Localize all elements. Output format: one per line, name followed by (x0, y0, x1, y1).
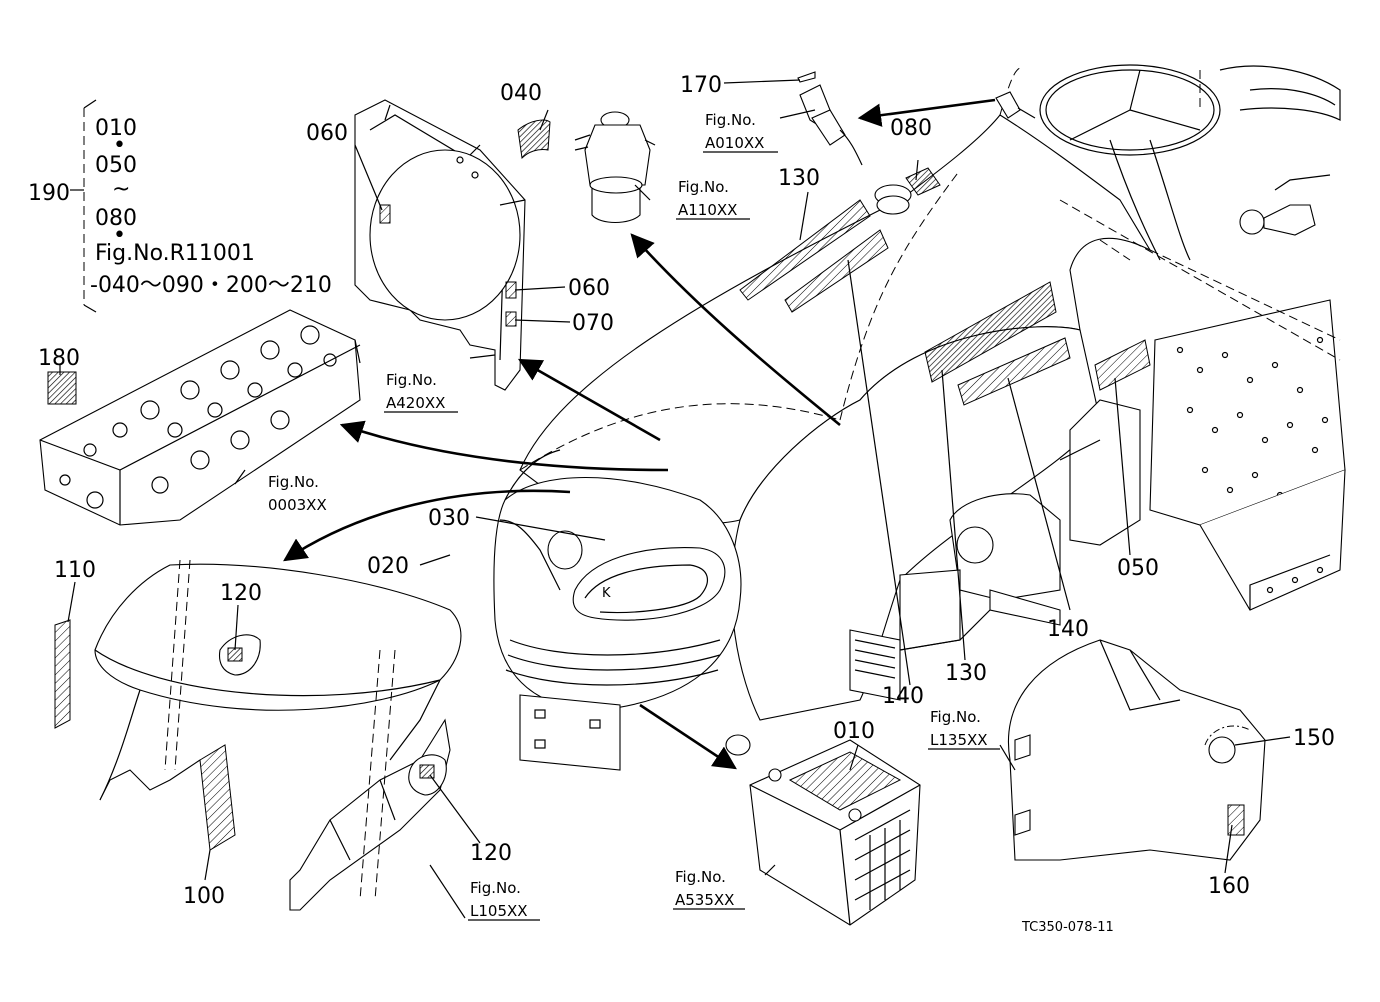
label-180: 180 (38, 346, 80, 371)
fig-label-a420: Fig.No. (386, 371, 437, 389)
radiator-shroud (354, 99, 526, 391)
battery-grid (854, 809, 911, 910)
label-070: 070 (572, 311, 614, 336)
bracket-190 (70, 99, 97, 313)
label-190-080: 080 (95, 206, 137, 231)
decal-050-side (1094, 339, 1151, 391)
label-010: 010 (833, 719, 875, 744)
decal-060-left (379, 204, 391, 224)
head-ports (59, 325, 337, 509)
label-030: 030 (428, 506, 470, 531)
drawing-code: TC350-078-11 (1021, 920, 1114, 935)
leader-arrows (283, 233, 841, 770)
fuel-filter (517, 111, 656, 224)
label-120-b: 120 (470, 841, 512, 866)
figure-references: Fig.No. A010XX Fig.No. A110XX Fig.No. A4… (268, 111, 1000, 921)
decal-070 (505, 311, 517, 327)
label-100: 100 (183, 884, 225, 909)
decal-180 (47, 371, 77, 405)
headlight-mark: K (602, 586, 611, 601)
floor-holes (1176, 336, 1329, 499)
label-170: 170 (680, 73, 722, 98)
label-190-dot-1: • (113, 133, 126, 158)
label-150: 150 (1293, 726, 1335, 751)
decal-130-side (957, 337, 1071, 406)
kubota-logo-decal (924, 281, 1057, 383)
hood-assembly: K (493, 67, 1152, 771)
decal-160 (1227, 804, 1245, 836)
fig-a010: A010XX (705, 134, 764, 152)
decal-010 (788, 751, 902, 811)
label-130-top: 130 (778, 166, 820, 191)
label-080: 080 (890, 116, 932, 141)
decal-080 (905, 167, 941, 196)
label-190-fig: Fig.No.R11001 (95, 241, 255, 266)
decal-130-top (739, 199, 871, 301)
label-020: 020 (367, 554, 409, 579)
label-110: 110 (54, 558, 96, 583)
decal-140-top (784, 229, 889, 313)
leader-lines (59, 79, 1291, 919)
decal-060-right (505, 281, 517, 299)
label-060-a: 060 (306, 121, 348, 146)
label-120-a: 120 (220, 581, 262, 606)
fig-0003: 0003XX (268, 496, 327, 514)
fig-label-a010: Fig.No. (705, 111, 756, 129)
fig-label-l105: Fig.No. (470, 879, 521, 897)
decal-040 (517, 119, 551, 160)
label-190-dot-2: • (113, 223, 126, 248)
label-140-b: 140 (1047, 617, 1089, 642)
left-fender (54, 559, 462, 911)
decal-120-b (419, 764, 435, 779)
switch-170 (797, 71, 1036, 166)
callout-labels: 010 • 050 ~ 080 • Fig.No.R11001 -040～090… (28, 73, 1335, 909)
label-040: 040 (500, 81, 542, 106)
decal-100 (199, 744, 236, 851)
label-060-b: 060 (568, 276, 610, 301)
label-050: 050 (1117, 556, 1159, 581)
fig-a110: A110XX (678, 201, 737, 219)
label-190: 190 (28, 181, 70, 206)
label-190-050: 050 (95, 153, 137, 178)
right-fender (1008, 639, 1266, 861)
fig-a420: A420XX (386, 394, 445, 412)
cylinder-head (39, 309, 361, 526)
label-190-range: -040～090・200～210 (90, 273, 332, 298)
label-190-010: 010 (95, 116, 137, 141)
fig-label-a110: Fig.No. (678, 178, 729, 196)
operator-station (1039, 64, 1346, 611)
fig-label-a535: Fig.No. (675, 868, 726, 886)
fig-a535: A535XX (675, 891, 734, 909)
decal-110 (54, 619, 71, 729)
fig-label-0003: Fig.No. (268, 473, 319, 491)
battery (749, 739, 921, 926)
fig-l105: L105XX (470, 902, 528, 920)
fig-l135: L135XX (930, 731, 988, 749)
fig-label-l135: Fig.No. (930, 708, 981, 726)
label-190-tilde: ~ (112, 177, 130, 202)
label-130-bot: 130 (945, 661, 987, 686)
label-140-a: 140 (882, 684, 924, 709)
label-160: 160 (1208, 874, 1250, 899)
